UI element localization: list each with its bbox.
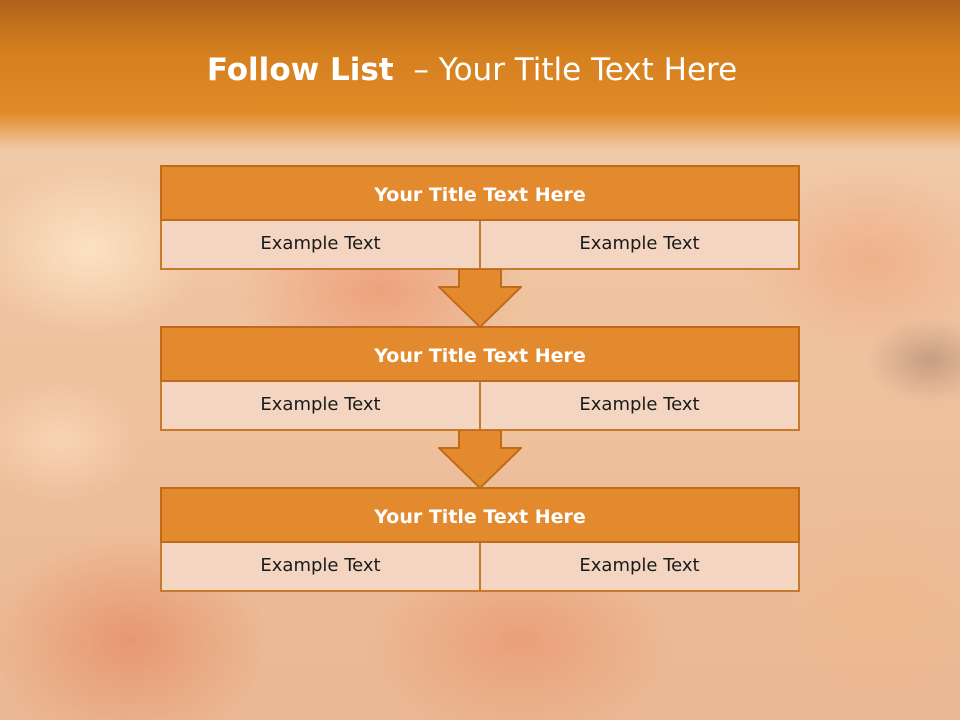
- step-cell-left: Example Text: [160, 221, 481, 270]
- step-cell-left: Example Text: [160, 382, 481, 431]
- page-title-bold: Follow List: [206, 52, 394, 88]
- step-block-3: Your Title Text Here Example Text Exampl…: [160, 487, 800, 592]
- down-arrow-icon: [438, 269, 522, 329]
- step-cell-right: Example Text: [481, 382, 800, 431]
- step-block-2: Your Title Text Here Example Text Exampl…: [160, 326, 800, 431]
- step-title: Your Title Text Here: [160, 165, 800, 221]
- step-cell-left: Example Text: [160, 543, 481, 592]
- step-cell-right: Example Text: [481, 543, 800, 592]
- step-title: Your Title Text Here: [160, 326, 800, 382]
- down-arrow-icon: [438, 430, 522, 490]
- page-title: Follow List – Your Title Text Here: [0, 52, 944, 88]
- step-cell-right: Example Text: [481, 221, 800, 270]
- step-block-1: Your Title Text Here Example Text Exampl…: [160, 165, 800, 270]
- page-title-rest: – Your Title Text Here: [393, 52, 738, 88]
- step-title: Your Title Text Here: [160, 487, 800, 543]
- title-bar: [0, 0, 960, 150]
